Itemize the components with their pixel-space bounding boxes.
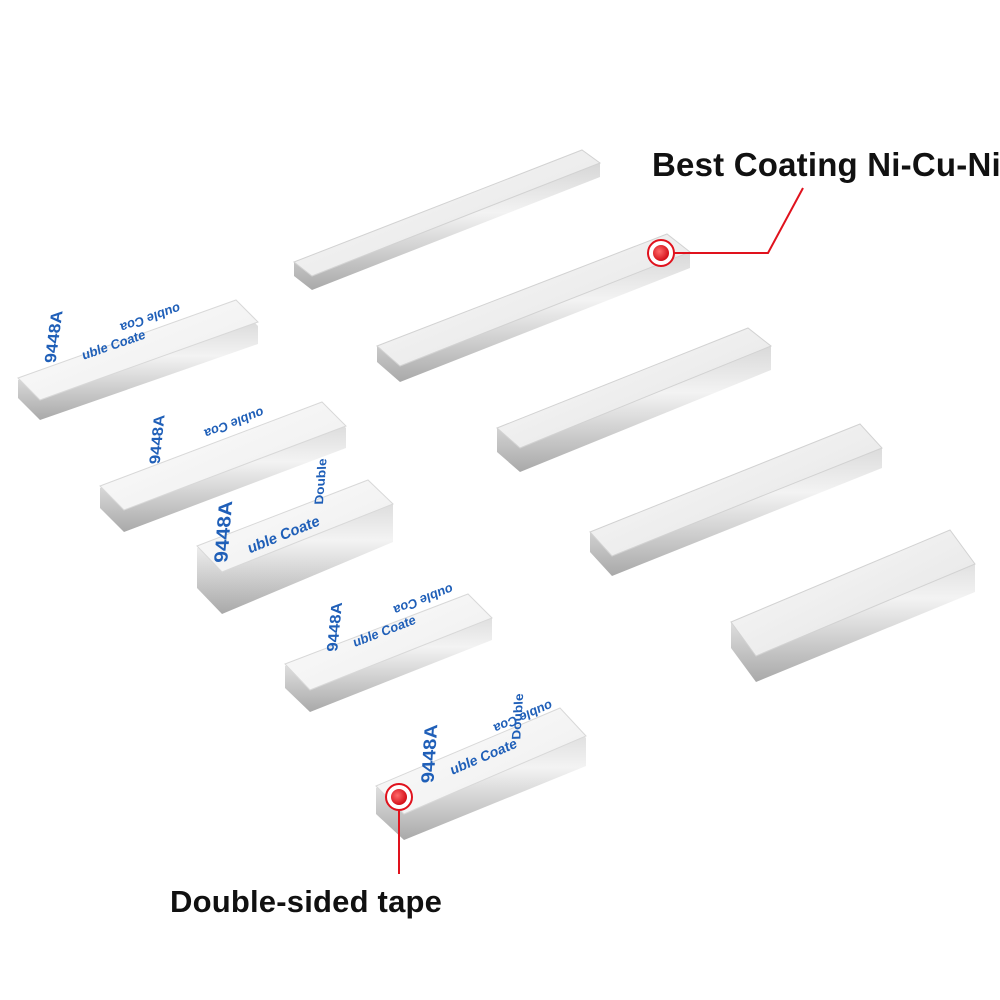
tape-model-print: 9448A bbox=[418, 724, 442, 784]
tape-model-print: 9448A bbox=[41, 310, 66, 363]
bare-magnet bbox=[376, 233, 691, 382]
tape-marker-dot bbox=[391, 789, 407, 805]
tape-label: Double-sided tape bbox=[170, 884, 443, 919]
tape-model-print: 9448A bbox=[211, 501, 237, 563]
taped-magnet: 9448A uble Coate ouble Coa bbox=[284, 581, 493, 712]
tape-model-print: 9448A bbox=[146, 414, 168, 464]
tape-word-print: Double bbox=[311, 458, 329, 504]
bare-magnet bbox=[730, 529, 976, 682]
bare-magnet bbox=[589, 423, 883, 576]
tape-callout bbox=[385, 783, 413, 874]
coating-leader-line bbox=[661, 187, 804, 254]
taped-magnet: 9448A uble Coate Double ouble Coa bbox=[375, 693, 587, 840]
coating-marker-dot bbox=[653, 245, 669, 261]
tape-word-print: Double bbox=[509, 693, 526, 740]
coating-label: Best Coating Ni-Cu-Ni bbox=[652, 146, 1000, 183]
bare-magnet bbox=[292, 149, 602, 290]
taped-magnet: 9448A ouble Coa bbox=[99, 401, 347, 532]
taped-magnet: 9448A uble Coate ouble Coa bbox=[17, 299, 259, 420]
coating-callout bbox=[647, 187, 804, 267]
bare-magnet bbox=[496, 327, 772, 472]
tape-model-print: 9448A bbox=[324, 602, 346, 652]
